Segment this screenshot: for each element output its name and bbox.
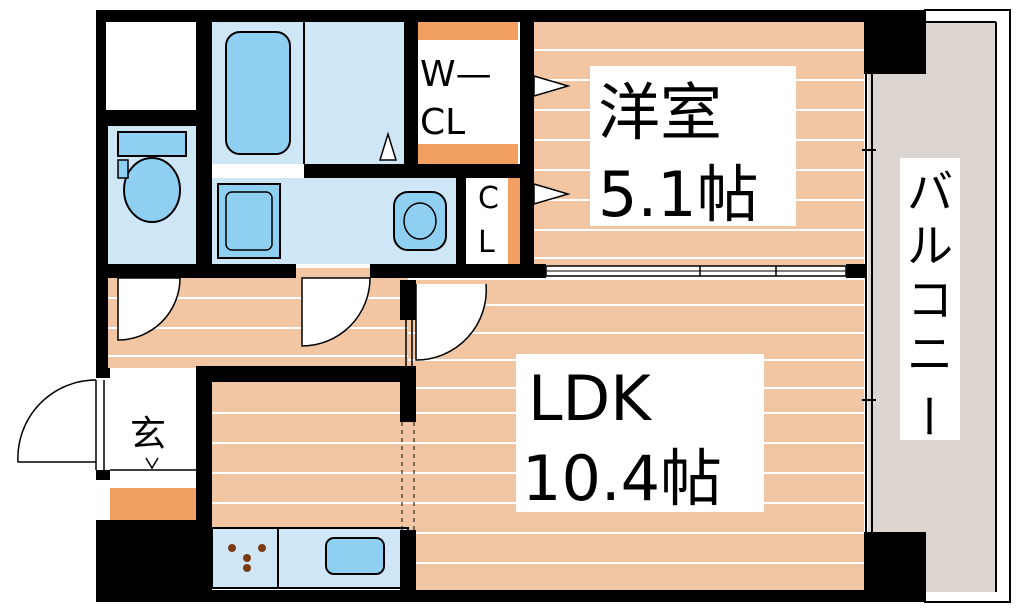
svg-text:ー: ー <box>901 393 955 439</box>
svg-text:ニ: ニ <box>907 327 953 381</box>
svg-text:コ: コ <box>907 273 953 327</box>
doors <box>17 277 488 471</box>
walk-in-closet-label-line2: CL <box>420 102 465 143</box>
ldk-size: 10.4帖 <box>522 442 722 515</box>
western-room-label-bg <box>590 66 796 226</box>
western-room-size: 5.1帖 <box>598 158 759 231</box>
ldk-name: LDK <box>528 362 652 435</box>
walls <box>96 10 926 602</box>
closet-label-line1: C <box>478 181 499 216</box>
bathroom <box>212 22 404 164</box>
sink-icon <box>325 537 385 575</box>
opening-dashed-line <box>401 422 415 530</box>
western-room-name: 洋室 <box>598 76 722 149</box>
kitchen-counter <box>211 527 409 589</box>
toilet <box>108 126 196 264</box>
balcony-label-bg <box>900 158 960 440</box>
entrance-label: 玄 <box>130 414 166 455</box>
stove-icon <box>228 544 266 572</box>
svg-text:バ: バ <box>907 165 953 219</box>
walk-in-closet <box>418 22 571 164</box>
ldk-label-bg <box>516 354 764 512</box>
svg-text:ル: ル <box>907 219 953 273</box>
balcony <box>868 9 1011 603</box>
sliding-door <box>545 265 847 277</box>
windows <box>862 74 876 532</box>
walk-in-closet-label-line1: W— <box>420 54 492 95</box>
balcony-label: バ ル コ ニ ー <box>901 165 955 439</box>
washroom <box>212 178 456 264</box>
entrance-floor <box>108 378 198 520</box>
closet <box>466 178 571 264</box>
closet-label-line2: L <box>478 225 495 260</box>
